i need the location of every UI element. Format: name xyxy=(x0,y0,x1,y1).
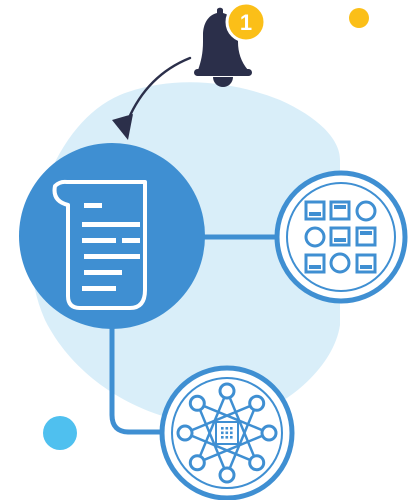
decorative-dot-yellow xyxy=(349,8,369,28)
chip-dot xyxy=(221,436,224,439)
chip-dot xyxy=(221,431,224,435)
document-icon xyxy=(52,179,147,310)
notification-badge: 1 xyxy=(225,1,267,43)
network-node xyxy=(260,424,278,442)
network-node xyxy=(218,466,236,484)
network-node xyxy=(188,454,206,472)
network-node xyxy=(176,424,194,442)
network-link xyxy=(184,402,258,435)
chip-dot xyxy=(225,436,229,439)
grid-layout-icon xyxy=(304,200,377,274)
chip-dot xyxy=(230,427,233,430)
grid-layout-node[interactable] xyxy=(274,170,408,304)
document-text-lines xyxy=(82,203,140,291)
bell-icon[interactable] xyxy=(194,7,252,87)
arrow-icon xyxy=(112,56,192,140)
network-node xyxy=(248,454,266,472)
chip-dot xyxy=(221,427,224,430)
network-link xyxy=(196,402,229,476)
document-node[interactable] xyxy=(19,143,205,329)
network-node xyxy=(218,382,236,400)
chip-dot xyxy=(230,431,233,435)
network-node xyxy=(248,394,266,412)
chip-dot xyxy=(225,427,229,430)
network-link xyxy=(196,390,229,464)
notification-count: 1 xyxy=(240,10,252,35)
network-link xyxy=(225,402,258,476)
grid-layout-icon-fill xyxy=(309,205,372,269)
network-link xyxy=(225,390,258,464)
network-hub-icon xyxy=(176,382,278,484)
network-node xyxy=(188,394,206,412)
decorative-dot-blue xyxy=(43,416,77,450)
chip-dot xyxy=(225,431,229,435)
connector-line-bottom xyxy=(109,315,178,435)
chip-dot xyxy=(230,436,233,439)
network-hub-node[interactable] xyxy=(159,365,295,500)
network-link xyxy=(196,402,270,435)
network-link xyxy=(196,431,270,464)
network-link xyxy=(184,431,258,464)
